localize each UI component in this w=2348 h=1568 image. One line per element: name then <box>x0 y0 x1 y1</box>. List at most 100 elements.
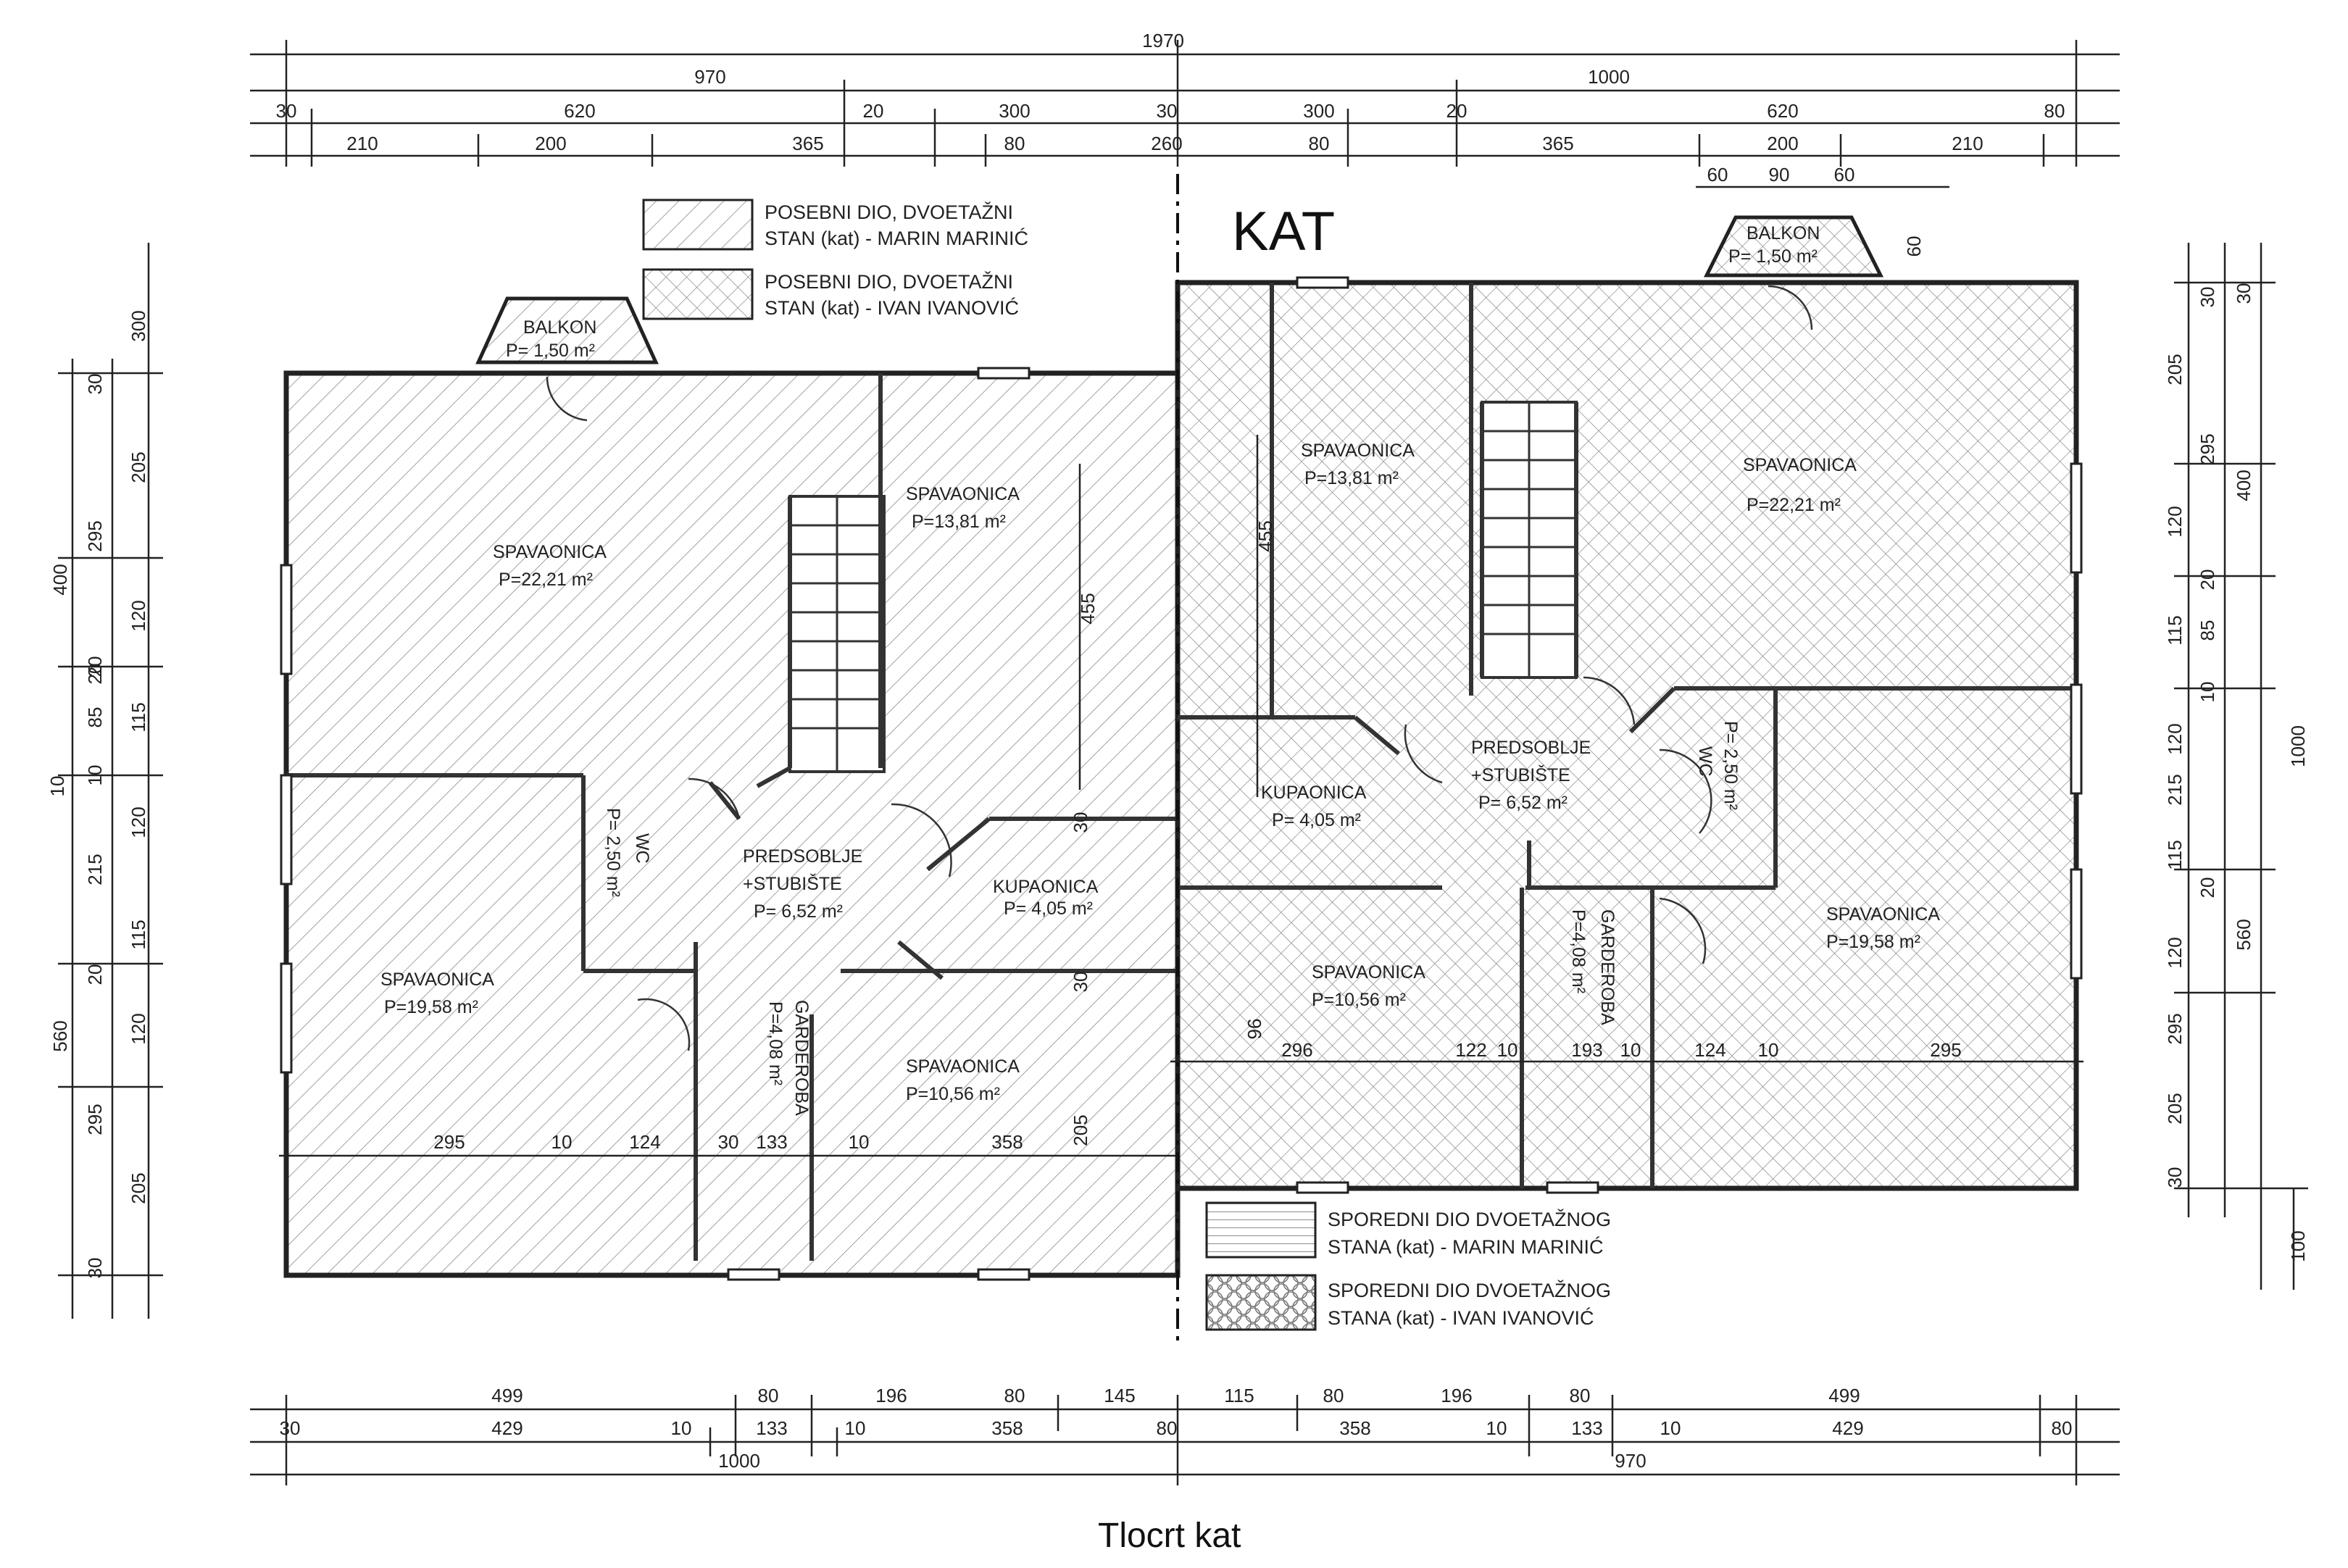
room-left-bedroom-3: SPAVAONICA <box>380 969 494 990</box>
dimension-label-right_inner-0: 30 <box>2197 287 2218 308</box>
room-left-bathroom: KUPAONICA <box>993 877 1099 897</box>
dimension-label-right_inner-10: 115 <box>2164 840 2186 870</box>
svg-text:P=13,81 m²: P=13,81 m² <box>1304 468 1399 488</box>
dimension-label-bottom1-1: 80 <box>758 1385 779 1406</box>
room-right-bathroom: KUPAONICA <box>1261 783 1367 803</box>
dimension-label-top4-1: 200 <box>535 133 566 154</box>
dimension-label-bottom2-0: 30 <box>280 1417 301 1439</box>
svg-text:STAN (kat) - IVAN IVANOVIĆ: STAN (kat) - IVAN IVANOVIĆ <box>765 296 1019 319</box>
svg-text:P= 6,52 m²: P= 6,52 m² <box>1478 793 1568 813</box>
dimension-label-interior_left-5: 10 <box>551 1131 573 1153</box>
dimension-label-right_inner-5: 115 <box>2164 615 2186 645</box>
dimension-label-right_inner-14: 205 <box>2164 1093 2186 1124</box>
dimension-label-balcony_right-2: 60 <box>1834 164 1855 185</box>
legend-item-b: POSEBNI DIO, DVOETAŽNI STAN (kat) - IVAN… <box>642 268 1019 320</box>
dimension-label-top3-6: 20 <box>1446 100 1468 122</box>
svg-text:P= 2,50 m²: P= 2,50 m² <box>603 808 623 897</box>
balcony-labels: BALKON P= 1,50 m² BALKON P= 1,50 m² <box>506 223 1820 361</box>
dimension-label-balcony_right-0: 60 <box>1707 164 1728 185</box>
dimension-label-left_mid-15: 30 <box>84 1258 106 1279</box>
dimension-label-left_mid-8: 120 <box>128 806 149 838</box>
dimension-label-right_inner-12: 120 <box>2164 937 2186 968</box>
svg-text:P=19,58 m²: P=19,58 m² <box>384 997 478 1017</box>
dimension-label-left_mid-4: 20 <box>84 664 106 685</box>
dimension-label-top3-7: 620 <box>1767 100 1798 122</box>
dimension-label-left_mid-7: 10 <box>84 765 106 786</box>
staircase-left <box>788 495 886 773</box>
balcony-left-area: P= 1,50 m² <box>506 341 595 361</box>
dimension-label-bottom1-3: 80 <box>1004 1385 1025 1406</box>
dimension-label-bottom2-12: 80 <box>2052 1417 2073 1439</box>
dimension-label-bottom1-6: 80 <box>1323 1385 1344 1406</box>
dimension-label-interior_right-4: 10 <box>1497 1039 1518 1061</box>
dimension-label-interior_left-3: 205 <box>1070 1114 1091 1146</box>
dimension-label-top4-3: 80 <box>1004 133 1025 154</box>
dimension-label-interior_left-1: 30 <box>1070 812 1091 833</box>
room-right-bedroom-4: SPAVAONICA <box>1826 904 1940 925</box>
dimension-label-top4-0: 210 <box>346 133 378 154</box>
dimension-label-top3-1: 620 <box>564 100 595 122</box>
dimension-label-bottom1-8: 80 <box>1570 1385 1591 1406</box>
dimension-label-bottom2-1: 429 <box>491 1417 523 1439</box>
dimension-label-bottom1-2: 196 <box>875 1385 907 1406</box>
dimension-label-left_inner-2: 20 <box>84 656 106 677</box>
dimension-label-left_mid-14: 205 <box>128 1172 149 1204</box>
dimension-lines <box>58 40 2308 1485</box>
dimension-label-interior_right-2: 296 <box>1281 1039 1312 1061</box>
dimension-label-top1-0: 1970 <box>1142 30 1184 51</box>
dimension-label-left_mid-9: 215 <box>84 854 106 885</box>
dimension-label-left_inner-0: 30 <box>84 374 106 395</box>
dimension-label-top3-8: 80 <box>2044 100 2065 122</box>
dimension-label-left_outer-0: 400 <box>49 564 71 595</box>
svg-text:SPOREDNI DIO DVOETAŽNOG: SPOREDNI DIO DVOETAŽNOG <box>1328 1279 1611 1301</box>
dimension-label-balcony_right-1: 90 <box>1769 164 1790 185</box>
svg-text:P=22,21 m²: P=22,21 m² <box>499 570 593 590</box>
dimension-label-top4-7: 200 <box>1767 133 1798 154</box>
room-left-bedroom-2: SPAVAONICA <box>906 484 1020 504</box>
room-labels-left: SPAVAONICA P=22,21 m² SPAVAONICA P=13,81… <box>380 484 1099 1116</box>
dimension-label-top3-2: 20 <box>863 100 884 122</box>
svg-text:POSEBNI DIO, DVOETAŽNI: POSEBNI DIO, DVOETAŽNI <box>765 270 1013 293</box>
dimension-label-bottom1-9: 499 <box>1828 1385 1860 1406</box>
legend: POSEBNI DIO, DVOETAŽNI STAN (kat) - MARI… <box>642 199 1611 1331</box>
room-right-hall: PREDSOBLJE <box>1471 738 1591 758</box>
room-left-bedroom-4: SPAVAONICA <box>906 1056 1020 1077</box>
plan-title: KAT <box>1232 201 1335 262</box>
dimension-label-bottom2-3: 133 <box>756 1417 787 1439</box>
dimension-label-bottom3-0: 1000 <box>718 1450 760 1472</box>
svg-text:P=4,08 m²: P=4,08 m² <box>1568 909 1589 993</box>
dimension-label-bottom1-0: 499 <box>491 1385 523 1406</box>
dimension-label-bottom1-4: 145 <box>1104 1385 1135 1406</box>
room-left-hall: PREDSOBLJE <box>743 846 862 867</box>
dimension-label-interior_right-6: 10 <box>1620 1039 1641 1061</box>
room-left-bedroom-1: SPAVAONICA <box>493 542 607 562</box>
dimension-label-interior_right-3: 122 <box>1455 1039 1486 1061</box>
dimension-label-bottom2-5: 358 <box>991 1417 1023 1439</box>
svg-text:+STUBIŠTE: +STUBIŠTE <box>743 873 842 894</box>
staircase-right <box>1481 401 1578 679</box>
dimension-label-interior_right-0: 455 <box>1254 520 1276 551</box>
dimension-label-right_inner-8: 120 <box>2164 723 2186 754</box>
dimension-label-right_outer-0: 1000 <box>2287 725 2309 767</box>
svg-text:SPOREDNI DIO DVOETAŽNOG: SPOREDNI DIO DVOETAŽNOG <box>1328 1208 1611 1230</box>
dimension-label-right_inner-15: 30 <box>2164 1167 2186 1188</box>
room-right-bedroom-2: SPAVAONICA <box>1743 455 1857 475</box>
dimension-label-top4-2: 365 <box>792 133 823 154</box>
svg-text:P=22,21 m²: P=22,21 m² <box>1747 495 1841 515</box>
dimension-label-interior_right-9: 295 <box>1930 1039 1961 1061</box>
dimension-label-top4-4: 260 <box>1151 133 1182 154</box>
dimension-label-left_mid-11: 20 <box>84 964 106 985</box>
svg-text:POSEBNI DIO, DVOETAŽNI: POSEBNI DIO, DVOETAŽNI <box>765 201 1013 223</box>
dimension-label-interior_left-0: 455 <box>1077 593 1099 624</box>
dimension-label-interior_right-1: 96 <box>1244 1019 1265 1040</box>
dimension-label-interior_right-7: 124 <box>1694 1039 1725 1061</box>
dimension-label-interior_left-2: 30 <box>1070 972 1091 993</box>
dimension-label-interior_left-7: 30 <box>718 1131 739 1153</box>
dimension-label-top3-0: 30 <box>276 100 297 122</box>
dimension-label-bottom2-11: 429 <box>1832 1417 1863 1439</box>
dimension-label-bottom2-7: 358 <box>1339 1417 1370 1439</box>
balcony-left-name: BALKON <box>523 317 596 338</box>
dimension-label-right_inner-3: 120 <box>2164 506 2186 537</box>
